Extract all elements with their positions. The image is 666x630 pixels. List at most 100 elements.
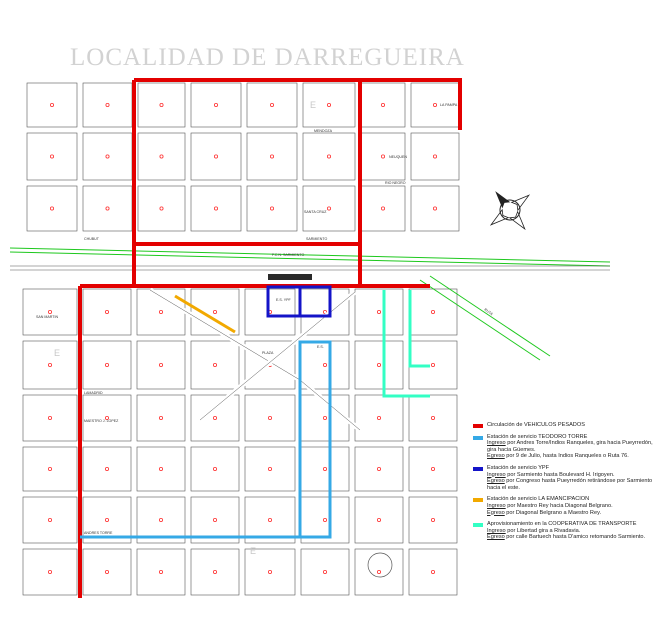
route-ramp bbox=[429, 275, 551, 357]
block-dot bbox=[267, 415, 272, 420]
legend-line: Ingreso por Maestro Rey hacia Diagonal B… bbox=[487, 502, 613, 509]
block-dot bbox=[322, 466, 327, 471]
block-dot bbox=[212, 309, 217, 314]
legend-swatch-coop bbox=[473, 523, 483, 528]
block-dot bbox=[430, 518, 435, 523]
block-dot bbox=[213, 103, 218, 108]
block-dot bbox=[430, 415, 435, 420]
street-label-san-martin: SAN MARTIN bbox=[36, 315, 59, 319]
block-dot bbox=[430, 309, 435, 314]
block-dot bbox=[213, 154, 218, 159]
legend-item-ypf: Estación de servicio YPF Ingreso por Sar… bbox=[473, 465, 659, 491]
legend-line: Egreso por 9 de Julio, hasta Indios Ranq… bbox=[487, 453, 629, 460]
street-label-plaza: PLAZA bbox=[262, 351, 274, 355]
city-block bbox=[137, 185, 186, 232]
city-block bbox=[410, 185, 460, 232]
route-ramp bbox=[419, 279, 541, 361]
legend-swatch-ypf bbox=[473, 466, 483, 471]
city-block bbox=[190, 132, 242, 181]
city-block bbox=[354, 446, 404, 492]
city-block bbox=[136, 548, 186, 596]
city-block bbox=[244, 288, 296, 336]
block-dot bbox=[48, 362, 53, 367]
city-block bbox=[82, 132, 133, 181]
block-letter-north: E bbox=[310, 100, 316, 110]
block-dot bbox=[50, 154, 55, 159]
block-dot bbox=[105, 466, 110, 471]
block-dot bbox=[267, 570, 272, 575]
block-dot bbox=[212, 570, 217, 575]
block-dot bbox=[380, 103, 385, 108]
block-dot bbox=[159, 206, 164, 211]
city-block bbox=[410, 82, 460, 128]
block-dot bbox=[269, 103, 274, 108]
city-block bbox=[82, 185, 133, 232]
block-dot bbox=[159, 103, 164, 108]
block-dot bbox=[212, 362, 217, 367]
legend: Circulación de VEHICULOS PESADOS Estació… bbox=[473, 422, 659, 546]
block-dot bbox=[105, 415, 110, 420]
block-dot bbox=[430, 570, 435, 575]
street-label-rio-negro: RIO NEGRO bbox=[385, 181, 406, 185]
block-dot bbox=[212, 415, 217, 420]
city-block bbox=[136, 496, 186, 544]
block-dot bbox=[432, 206, 437, 211]
street-label-santa-cruz: SANTA CRUZ bbox=[304, 210, 327, 214]
truck-routes bbox=[78, 78, 462, 598]
block-dot bbox=[158, 309, 163, 314]
city-block bbox=[300, 496, 350, 544]
block-dot bbox=[322, 415, 327, 420]
legend-swatch-heavy bbox=[473, 424, 483, 428]
street-label-chubut: CHUBUT bbox=[84, 237, 100, 241]
legend-swatch-torre bbox=[473, 435, 483, 440]
street-label-fcn-sarmiento: F.C.N. SARMIENTO bbox=[272, 253, 304, 257]
block-dot bbox=[376, 362, 381, 367]
city-block bbox=[82, 340, 132, 390]
block-dot bbox=[158, 570, 163, 575]
city-block bbox=[244, 394, 296, 442]
city-block bbox=[246, 132, 298, 181]
green-road bbox=[9, 251, 611, 267]
north-arrow-icon bbox=[489, 191, 531, 231]
city-block bbox=[136, 394, 186, 442]
legend-swatch-eman bbox=[473, 498, 483, 503]
block-dot bbox=[105, 154, 110, 159]
block-dot bbox=[376, 415, 381, 420]
block-dot bbox=[158, 415, 163, 420]
block-dot bbox=[158, 362, 163, 367]
city-block bbox=[408, 394, 458, 442]
station-building bbox=[268, 274, 312, 280]
city-block bbox=[360, 185, 406, 232]
legend-title-coop: Aprovisionamiento en la COOPERATIVA DE T… bbox=[487, 521, 637, 528]
block-dot bbox=[50, 103, 55, 108]
street-label-neuquen: NEUQUEN bbox=[389, 155, 407, 159]
block-dot bbox=[267, 466, 272, 471]
city-block bbox=[354, 288, 404, 336]
city-block bbox=[82, 82, 133, 128]
block-dot bbox=[212, 466, 217, 471]
city-block bbox=[82, 496, 132, 544]
railway-corridor bbox=[9, 244, 611, 361]
route-teodoro-torre bbox=[80, 340, 332, 539]
block-dot bbox=[212, 518, 217, 523]
city-block bbox=[190, 82, 242, 128]
city-block bbox=[22, 446, 78, 492]
block-dot bbox=[326, 154, 331, 159]
city-block bbox=[244, 446, 296, 492]
block-dot bbox=[269, 206, 274, 211]
legend-item-cooperativa: Aprovisionamiento en la COOPERATIVA DE T… bbox=[473, 521, 659, 541]
city-block bbox=[354, 496, 404, 544]
block-dot bbox=[430, 466, 435, 471]
city-block bbox=[244, 496, 296, 544]
street-labels: LA PAMPA MENDOZA NEUQUEN RIO NEGRO CHUBU… bbox=[36, 100, 494, 556]
city-block bbox=[246, 185, 298, 232]
block-dot bbox=[48, 466, 53, 471]
roundabout bbox=[367, 552, 393, 578]
city-block bbox=[408, 446, 458, 492]
city-block bbox=[82, 446, 132, 492]
diagonal-avenue-edge bbox=[149, 289, 301, 381]
city-block bbox=[136, 340, 186, 390]
block-dot bbox=[376, 518, 381, 523]
block-dot bbox=[380, 206, 385, 211]
street-label-lamadrid: LAMADRID bbox=[84, 391, 103, 395]
